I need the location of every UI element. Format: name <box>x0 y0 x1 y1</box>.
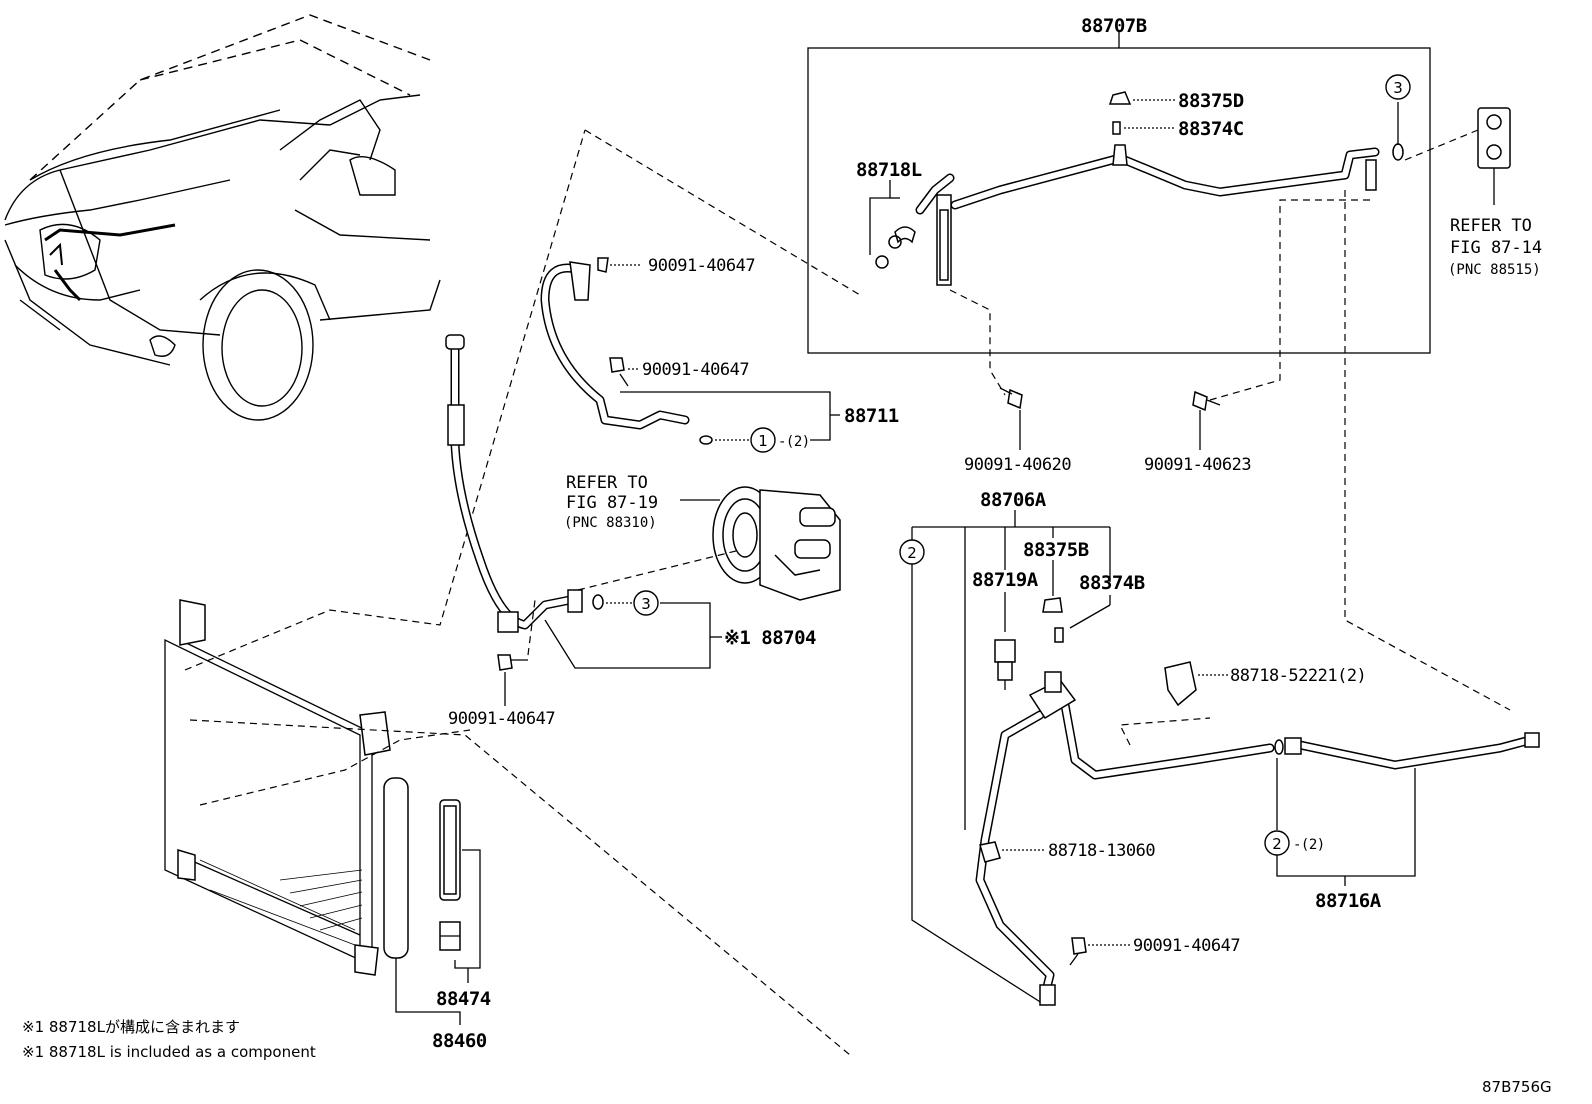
label-88374C: 88374C <box>1178 118 1244 140</box>
liquid-pipe-88706A <box>975 671 1275 1006</box>
callout-3-mid-number: 3 <box>641 595 651 613</box>
label-90091-40623: 90091-40623 <box>1144 455 1251 475</box>
label-90091-40620: 90091-40620 <box>964 455 1071 475</box>
guide-dash <box>584 129 861 296</box>
label-88718-52221: 88718-52221(2) <box>1230 666 1366 686</box>
callout-3-top-number: 3 <box>1393 79 1403 97</box>
pressure-switch-88719A <box>994 639 1016 690</box>
callout-1-number: 1 <box>758 432 768 450</box>
bolt-low <box>497 654 513 671</box>
label-88375B: 88375B <box>1023 539 1089 561</box>
bolt-bottom <box>1071 937 1087 955</box>
callout-2-qty: -(2) <box>1293 837 1325 853</box>
callout-2-right-number: 2 <box>1272 835 1282 853</box>
clamp-88718-52221 <box>1164 661 1197 707</box>
label-88460: 88460 <box>432 1030 487 1052</box>
note-japanese: ※1 88718Lが構成に含まれます <box>22 1018 240 1036</box>
bolt-90091-40620 <box>999 387 1023 410</box>
clamp-88718L <box>894 226 916 244</box>
valve-core-88374B <box>1054 627 1064 643</box>
label-88474: 88474 <box>436 988 491 1010</box>
suction-hose-88711 <box>540 261 690 430</box>
refer-to-87-19-line1: REFER TO <box>566 473 648 493</box>
liquid-pipe-88707B <box>915 144 1380 286</box>
clamp-88718-13060 <box>979 841 1001 863</box>
cap-88375B <box>1042 597 1063 613</box>
bolt-top <box>597 257 609 273</box>
refer-to-87-14-line3: (PNC 88515) <box>1448 262 1541 278</box>
label-88716A: 88716A <box>1315 890 1382 912</box>
callout-1-qty: -(2) <box>778 434 810 450</box>
label-88374B: 88374B <box>1079 572 1145 594</box>
label-90091-40647-bottom: 90091-40647 <box>1133 936 1240 956</box>
label-88718-13060: 88718-13060 <box>1048 841 1155 861</box>
figure-code: 87B756G <box>1482 1078 1552 1096</box>
label-88707B: 88707B <box>1081 15 1147 37</box>
guide-dash <box>184 129 586 671</box>
compressor <box>712 486 841 601</box>
bolt-mid <box>609 357 625 373</box>
cap-88375D <box>1108 91 1132 105</box>
callout-1 <box>750 427 776 453</box>
liquid-pipe-88716A <box>1284 732 1540 770</box>
vehicle-outline <box>4 14 441 421</box>
label-88706A: 88706A <box>980 489 1047 511</box>
discharge-hose-88704 <box>445 334 583 633</box>
condenser <box>164 599 391 976</box>
receiver-88460 <box>383 777 409 959</box>
callout-3-mid <box>633 590 659 616</box>
label-90091-40647-mid: 90091-40647 <box>642 360 749 380</box>
label-88704: ※1 88704 <box>724 627 816 649</box>
refer-to-87-14-line1: REFER TO <box>1450 216 1532 236</box>
refer-to-87-19-line2: FIG 87-19 <box>566 493 658 513</box>
label-88711: 88711 <box>844 405 899 427</box>
note-english: ※1 88718L is included as a component <box>22 1043 316 1061</box>
callout-3-top <box>1385 74 1411 100</box>
expansion-valve <box>1477 107 1511 205</box>
refer-to-87-14-line2: FIG 87-14 <box>1450 238 1542 258</box>
label-88719A: 88719A <box>972 569 1039 591</box>
label-88718L: 88718L <box>856 159 922 181</box>
label-90091-40647-low: 90091-40647 <box>448 709 555 729</box>
refer-to-87-19-line3: (PNC 88310) <box>564 515 657 531</box>
desiccant-88474 <box>439 799 461 951</box>
valve-core-88374C <box>1112 121 1121 135</box>
callout-2-left-number: 2 <box>907 544 917 562</box>
bolt-90091-40623 <box>1192 390 1221 412</box>
label-88375D: 88375D <box>1178 90 1244 112</box>
label-90091-40647-top: 90091-40647 <box>648 256 755 276</box>
